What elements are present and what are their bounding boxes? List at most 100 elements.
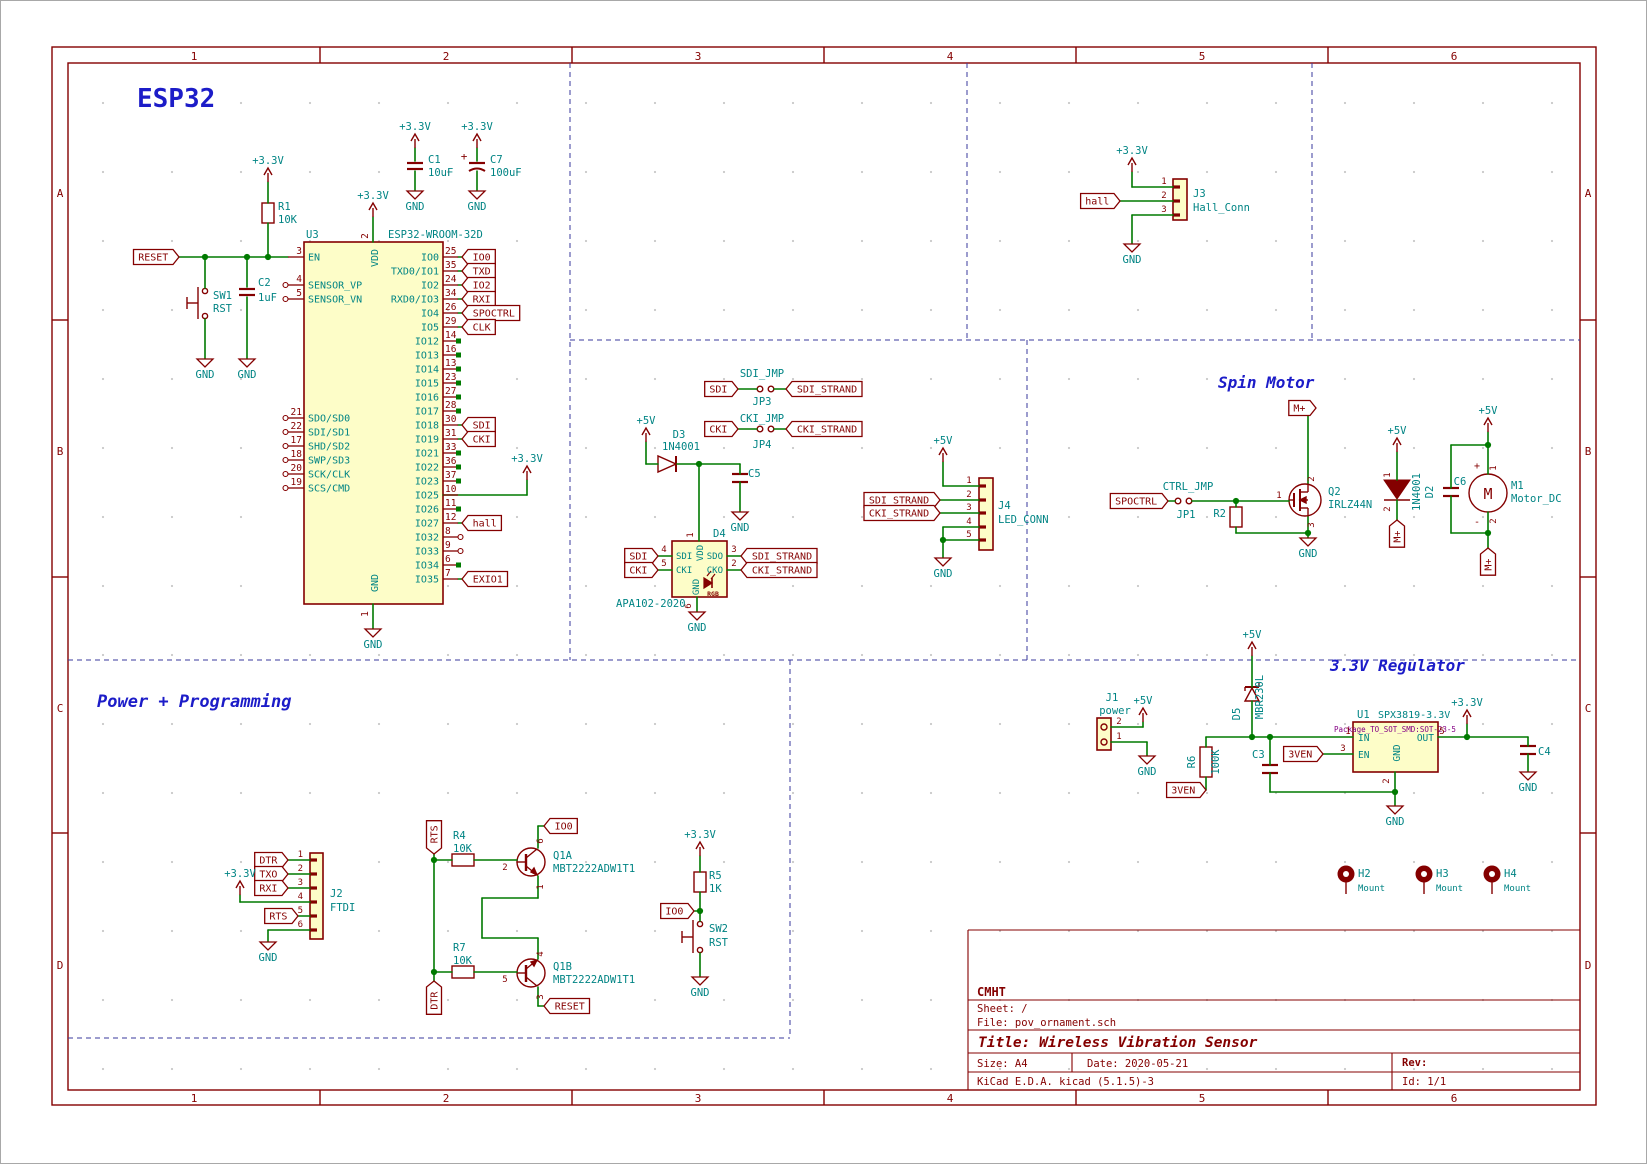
glabel-io0-q1a[interactable]: IO0: [543, 817, 578, 835]
pwr-3v3-io25[interactable]: +3.3V: [511, 453, 543, 480]
q1a-ref: Q1A: [553, 850, 573, 862]
sw1-push-button[interactable]: [186, 287, 209, 320]
u1-regulator-body[interactable]: [1352, 721, 1439, 773]
glabel-io0[interactable]: IO0: [461, 248, 496, 266]
u3-pin-num-IO33: 9: [445, 540, 451, 551]
j4-led-conn[interactable]: [978, 477, 994, 551]
glabel-dtr-j2[interactable]: DTR: [254, 851, 289, 869]
q1b-transistor[interactable]: [516, 958, 546, 988]
component-graphics[interactable]: [186, 161, 1536, 988]
glabel-spoctrl[interactable]: SPOCTRL: [461, 304, 521, 322]
glabel-sdistrand-jp3[interactable]: SDI_STRAND: [785, 380, 863, 398]
glabel-mplus-top[interactable]: M+: [1288, 399, 1317, 417]
pwr-3v3-r1[interactable]: +3.3V: [252, 155, 284, 182]
glabel-cki-d4[interactable]: CKI: [624, 561, 659, 579]
gnd-c1[interactable]: GND: [405, 190, 425, 213]
glabel-ckistrand-d4[interactable]: CKI_STRAND: [740, 561, 818, 579]
glabel-3ven-en[interactable]: 3VEN: [1282, 745, 1324, 763]
glabel-txo-j2[interactable]: TXO: [254, 865, 289, 883]
c1-capacitor[interactable]: [407, 161, 423, 171]
jp1-jumper[interactable]: [1174, 497, 1193, 505]
glabel-sdi-jp3[interactable]: SDI: [704, 380, 739, 398]
glabel-exio1[interactable]: EXIO1: [461, 570, 509, 588]
glabel-ckistrand-jp4[interactable]: CKI_STRAND: [785, 420, 863, 438]
glabel-dtr-vertical[interactable]: DTR: [425, 980, 443, 1015]
u3-pin-name-IO21: IO21: [415, 449, 439, 460]
titleblock-title: Title: Wireless Vibration Sensor: [978, 1035, 1258, 1051]
r1-value: 10K: [278, 214, 298, 226]
u3-esp32-body[interactable]: [303, 241, 444, 605]
glabel-io0-sw2[interactable]: IO0: [660, 902, 695, 920]
gnd-u3[interactable]: GND: [363, 628, 383, 651]
gnd-c7[interactable]: GND: [467, 190, 487, 213]
c7-capacitor-polarized[interactable]: [468, 161, 486, 172]
pwr-5v-d2[interactable]: +5V: [1388, 425, 1408, 452]
glabel-mplus-d2[interactable]: M+: [1388, 519, 1406, 548]
gnd-j3[interactable]: GND: [1122, 243, 1142, 266]
glabel-spoctrl-q2[interactable]: SPOCTRL: [1109, 492, 1169, 510]
pwr-5v-m1[interactable]: +5V: [1479, 405, 1499, 432]
gnd-sw2[interactable]: GND: [690, 976, 710, 999]
pwr-5v-d2-text: +5V: [1388, 425, 1408, 437]
glabel-io2-text: IO2: [473, 281, 491, 292]
row-c-left: C: [57, 702, 64, 715]
pwr-3v3-j2[interactable]: +3.3V: [224, 868, 256, 895]
q1a-transistor[interactable]: [516, 847, 546, 877]
m1-glyph: M: [1483, 485, 1492, 503]
pwr-5v-j4[interactable]: +5V: [934, 435, 954, 462]
glabel-hall-j3[interactable]: hall: [1079, 192, 1121, 210]
u3-pin-name-IO13: IO13: [415, 351, 439, 362]
glabel-ckistrand-j4[interactable]: CKI_STRAND: [863, 504, 941, 522]
gnd-j1[interactable]: GND: [1137, 755, 1157, 778]
sw2-push-button[interactable]: [681, 920, 704, 954]
gnd-sw1[interactable]: GND: [195, 358, 215, 381]
pwr-5v-j1[interactable]: +5V: [1134, 695, 1154, 722]
gnd-c4[interactable]: GND: [1518, 771, 1538, 794]
gnd-c2[interactable]: GND: [237, 358, 257, 381]
pwr-3v3-u1out[interactable]: +3.3V: [1451, 697, 1483, 724]
glabel-rxi[interactable]: RXI: [461, 290, 496, 308]
u3-pin-num-IO12: 14: [445, 330, 457, 341]
j3-hall-conn[interactable]: [1172, 178, 1188, 221]
gnd-q2[interactable]: GND: [1298, 537, 1318, 560]
pwr-3v3-r5[interactable]: +3.3V: [684, 829, 716, 856]
glabel-reset[interactable]: RESET: [132, 248, 180, 266]
gnd-j2[interactable]: GND: [258, 941, 278, 964]
pwr-5v-d3[interactable]: +5V: [637, 415, 657, 442]
pwr-5v-d5[interactable]: +5V: [1243, 629, 1263, 656]
j1-power-conn[interactable]: [1096, 717, 1112, 751]
glabel-sdistrand-d4[interactable]: SDI_STRAND: [740, 547, 818, 565]
gnd-u1[interactable]: GND: [1385, 805, 1405, 828]
gnd-d4[interactable]: GND: [687, 611, 707, 634]
q2-value: IRLZ44N: [1328, 499, 1372, 511]
pwr-3v3-c7[interactable]: +3.3V: [461, 121, 493, 148]
glabel-rts-j2[interactable]: RTS: [264, 907, 299, 925]
wire-layer[interactable]: [178, 147, 1529, 1007]
glabel-rts-vertical[interactable]: RTS: [425, 820, 443, 855]
glabel-3ven-r6[interactable]: 3VEN: [1165, 781, 1207, 799]
mounting-holes[interactable]: [1337, 865, 1501, 895]
pwr-3v3-j3[interactable]: +3.3V: [1116, 145, 1148, 172]
glabel-txd[interactable]: TXD: [461, 262, 496, 280]
gnd-c5[interactable]: GND: [730, 511, 750, 534]
j2-ftdi-conn[interactable]: [309, 852, 324, 940]
glabel-sdi-d4[interactable]: SDI: [624, 547, 659, 565]
glabel-reset-q1b[interactable]: RESET: [543, 997, 591, 1015]
gnd-j4[interactable]: GND: [933, 557, 953, 580]
glabel-mplus-m1[interactable]: M+: [1479, 547, 1497, 576]
glabel-clk[interactable]: CLK: [461, 318, 496, 336]
q2-mosfet[interactable]: [1288, 483, 1322, 517]
c6-ref: C6: [1454, 476, 1467, 488]
glabel-cki[interactable]: CKI: [461, 430, 496, 448]
glabel-sdi[interactable]: SDI: [461, 416, 496, 434]
j3-pin3-num: 3: [1161, 205, 1166, 215]
u3-pin-num-SCS/CMD: 19: [291, 477, 303, 488]
glabel-rxi-j2[interactable]: RXI: [254, 879, 289, 897]
glabel-cki-jp4[interactable]: CKI: [704, 420, 739, 438]
pwr-3v3-vdd[interactable]: +3.3V: [357, 190, 389, 217]
c2-capacitor[interactable]: [239, 287, 255, 297]
glabel-io2[interactable]: IO2: [461, 276, 496, 294]
pwr-3v3-c1[interactable]: +3.3V: [399, 121, 431, 148]
glabel-hall[interactable]: hall: [461, 514, 503, 532]
